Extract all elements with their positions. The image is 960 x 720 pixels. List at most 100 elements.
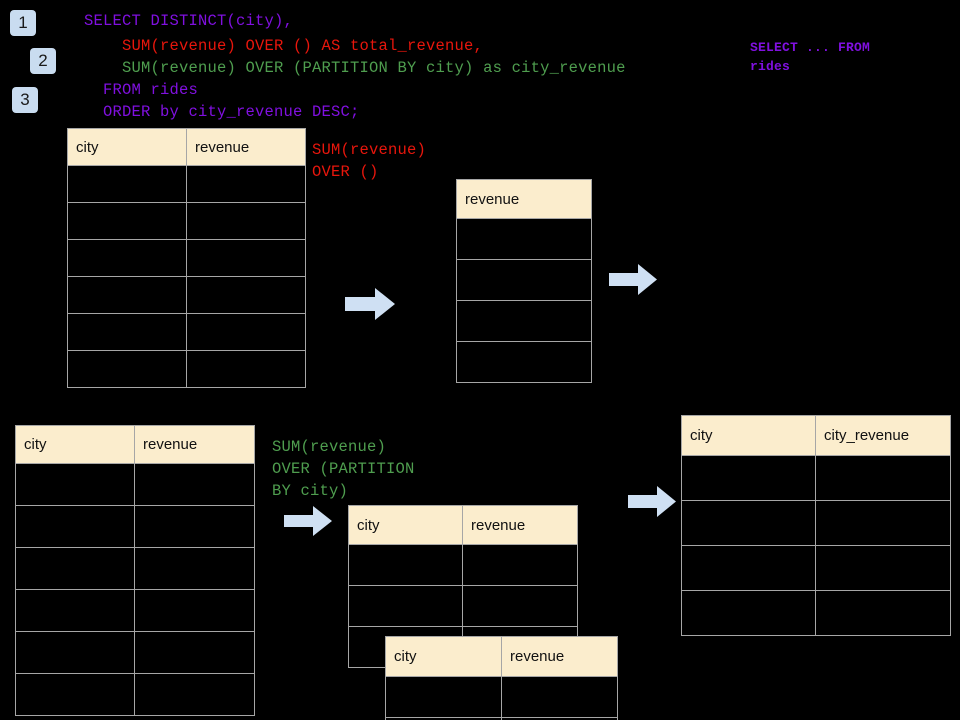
table-cell [348,585,463,627]
table-cell [67,202,187,240]
column-header-revenue: revenue [462,505,578,545]
table-cell [501,717,618,720]
table-row [15,631,255,674]
step-badge-2: 2 [30,48,56,74]
table-row [67,239,306,277]
table-cell [67,313,187,351]
table-cell [15,505,135,548]
column-header-revenue: revenue [456,179,592,219]
table-cell [134,673,255,716]
table-header-row: city revenue [67,128,306,166]
arrow-total-to-result [609,264,657,295]
table-cell [815,590,951,636]
table-row [456,341,592,383]
table-row [385,717,618,720]
table-row [15,547,255,590]
rides-source-table-bottom: city revenue [15,425,255,716]
table-cell [462,544,578,586]
table-cell [186,239,306,277]
table-cell [186,202,306,240]
table-row [385,676,618,718]
table-cell [681,500,816,546]
table-row [456,300,592,342]
table-cell [186,165,306,203]
annotation-total-revenue: SUM(revenue) OVER () [312,141,427,181]
table-cell [462,585,578,627]
table-header-row: city city_revenue [681,415,951,456]
table-cell [385,676,502,718]
table-cell [15,631,135,674]
sql-line-order-by: ORDER by city_revenue DESC; [84,103,360,121]
table-row [67,350,306,388]
table-cell [456,259,592,301]
table-cell [681,590,816,636]
table-cell [186,350,306,388]
table-row [456,259,592,301]
table-cell [15,463,135,506]
table-row [15,463,255,506]
table-cell [186,276,306,314]
table-row [456,218,592,260]
arrow-source-to-partition [284,506,332,536]
table-row [681,455,951,501]
column-header-city: city [67,128,187,166]
table-cell [186,313,306,351]
table-cell [134,505,255,548]
table-cell [815,545,951,591]
table-cell [134,589,255,632]
table-cell [456,341,592,383]
partition-table-b: city revenue [385,636,618,720]
table-cell [67,276,187,314]
arrow-partition-to-result [628,486,676,517]
table-cell [501,676,618,718]
rides-source-table-top: city revenue [67,128,306,388]
table-cell [456,218,592,260]
column-header-city: city [348,505,463,545]
table-cell [15,673,135,716]
table-row [348,544,578,586]
table-row [67,202,306,240]
table-row [681,590,951,636]
sql-line-city-revenue: SUM(revenue) OVER (PARTITION BY city) as… [84,59,626,77]
step-badge-3: 3 [12,87,38,113]
table-header-row: city revenue [348,505,578,545]
column-header-city-revenue: city_revenue [815,415,951,456]
table-row [15,589,255,632]
table-header-row: revenue [456,179,592,219]
sql-line-select: SELECT DISTINCT(city), [84,12,294,30]
total-revenue-table: revenue [456,179,592,383]
table-cell [134,631,255,674]
table-row [681,545,951,591]
column-header-city: city [681,415,816,456]
sql-line-from: FROM rides [84,81,199,99]
annotation-city-revenue: SUM(revenue) OVER (PARTITION BY city) [272,438,415,500]
table-cell [815,500,951,546]
table-header-row: city revenue [15,425,255,464]
column-header-revenue: revenue [501,636,618,677]
table-row [15,673,255,716]
table-row [67,313,306,351]
table-row [15,505,255,548]
table-cell [15,547,135,590]
table-cell [67,165,187,203]
table-cell [456,300,592,342]
table-row [67,165,306,203]
table-cell [134,463,255,506]
table-cell [67,350,187,388]
step-badge-1: 1 [10,10,36,36]
table-cell [815,455,951,501]
table-cell [681,455,816,501]
table-row [67,276,306,314]
table-header-row: city revenue [385,636,618,677]
final-result-table: city city_revenue [681,415,951,636]
table-cell [15,589,135,632]
table-cell [67,239,187,277]
table-row [681,500,951,546]
column-header-revenue: revenue [186,128,306,166]
arrow-source-to-total [345,288,395,320]
table-row [348,585,578,627]
table-cell [348,544,463,586]
column-header-revenue: revenue [134,425,255,464]
column-header-city: city [385,636,502,677]
